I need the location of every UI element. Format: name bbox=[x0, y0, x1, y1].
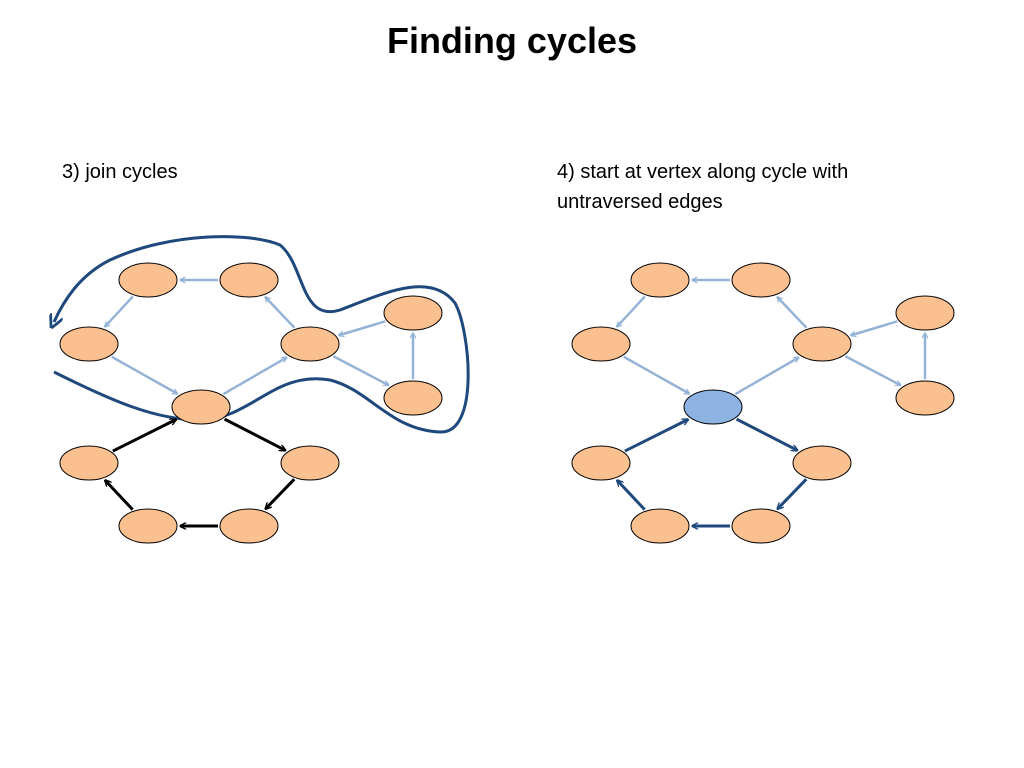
edge-v7-to-v9 bbox=[223, 417, 286, 452]
vertex bbox=[383, 380, 443, 416]
vertex bbox=[731, 262, 791, 298]
caption-join-cycles: 3) join cycles bbox=[62, 161, 178, 183]
vertex bbox=[792, 326, 852, 362]
edge-v4-to-v6 bbox=[332, 355, 388, 387]
edge-v11-to-v10 bbox=[105, 480, 134, 511]
edge-v11-to-v10 bbox=[617, 480, 646, 511]
edge-v4-to-v2 bbox=[777, 297, 808, 329]
edge-v5-to-v4 bbox=[851, 320, 898, 335]
edge-v9-to-v12 bbox=[777, 478, 808, 509]
vertex bbox=[280, 445, 340, 481]
edge-v4-to-v6 bbox=[844, 355, 900, 387]
vertex bbox=[895, 380, 955, 416]
edge-v9-to-v12 bbox=[265, 478, 296, 509]
edge-v3-to-v7 bbox=[111, 355, 178, 395]
vertex bbox=[571, 445, 631, 481]
vertex bbox=[171, 389, 231, 425]
vertex bbox=[118, 508, 178, 544]
vertex bbox=[630, 508, 690, 544]
edge-v4-to-v2 bbox=[265, 297, 296, 329]
edge-v7-to-v9 bbox=[735, 417, 798, 452]
caption-start-vertex: 4) start at vertex along cycle with untr… bbox=[557, 161, 849, 213]
vertex bbox=[219, 262, 279, 298]
panel-join-cycles bbox=[59, 262, 443, 544]
edge-v1-to-v3 bbox=[105, 295, 134, 326]
vertex bbox=[280, 326, 340, 362]
vertex bbox=[630, 262, 690, 298]
edge-v5-to-v4 bbox=[339, 320, 386, 335]
slide-title: Finding cycles bbox=[386, 20, 638, 61]
vertex bbox=[59, 326, 119, 362]
vertex bbox=[792, 445, 852, 481]
vertex-start-highlighted bbox=[683, 389, 743, 425]
edge-v7-to-v4 bbox=[734, 356, 798, 396]
edge-v8-to-v7 bbox=[624, 418, 688, 453]
joined-cycle-outline bbox=[54, 235, 470, 434]
edge-v7-to-v4 bbox=[222, 356, 286, 396]
vertex bbox=[571, 326, 631, 362]
vertex bbox=[118, 262, 178, 298]
vertex bbox=[731, 508, 791, 544]
vertex bbox=[59, 445, 119, 481]
vertex bbox=[383, 295, 443, 331]
edge-v3-to-v7 bbox=[623, 355, 690, 395]
edge-v8-to-v7 bbox=[112, 418, 176, 453]
vertex bbox=[895, 295, 955, 331]
vertex bbox=[219, 508, 279, 544]
edge-v1-to-v3 bbox=[617, 295, 646, 326]
panel-start-vertex bbox=[571, 262, 955, 544]
